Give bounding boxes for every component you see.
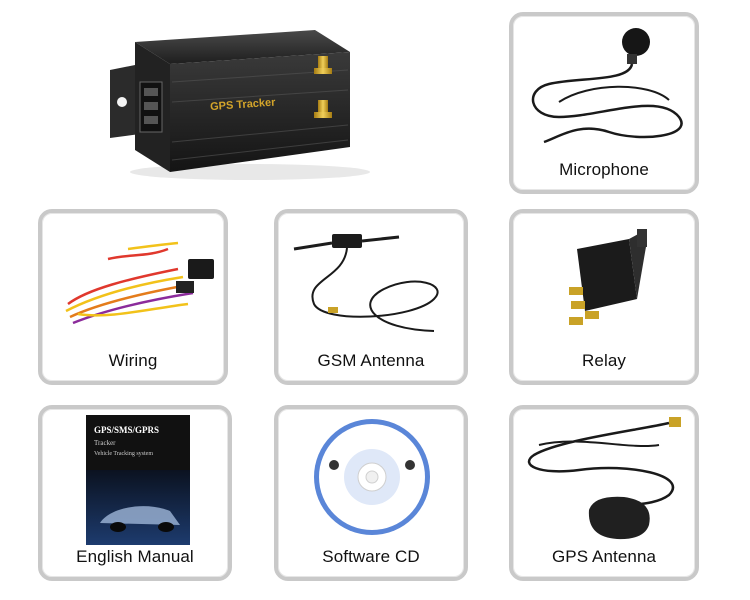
wiring-card: Wiring [38,209,228,385]
microphone-label: Microphone [559,160,649,179]
software-cd-card: Software CD [274,405,468,581]
english-manual-label: English Manual [76,547,194,566]
wiring-image [48,219,218,344]
gsm-antenna-label: GSM Antenna [317,351,425,370]
english-manual-image: GPS/SMS/GPRS Tracker Vehicle Tracking sy… [48,415,218,545]
manual-title: GPS/SMS/GPRS [94,425,159,435]
manual-line2: Tracker [94,439,116,447]
gps-antenna-card: GPS Antenna [509,405,699,581]
manual-line3: Vehicle Tracking system [94,451,153,457]
software-cd-image [284,415,454,540]
gps-antenna-image [519,415,689,540]
microphone-card: Microphone [509,12,699,194]
gps-antenna-label: GPS Antenna [551,547,657,566]
english-manual-card: GPS/SMS/GPRS Tracker Vehicle Tracking sy… [38,405,232,581]
microphone-image [519,22,689,147]
device-label-text: GPS Tracker [210,96,277,113]
wiring-label: Wiring [108,351,158,370]
relay-image [519,219,689,344]
gsm-antenna-card: GSM Antenna [274,209,468,385]
gsm-antenna-image [284,219,454,344]
gps-tracker-device-image: GPS Tracker [100,12,400,187]
relay-label: Relay [582,351,626,370]
software-cd-label: Software CD [322,547,420,566]
relay-card: Relay [509,209,699,385]
